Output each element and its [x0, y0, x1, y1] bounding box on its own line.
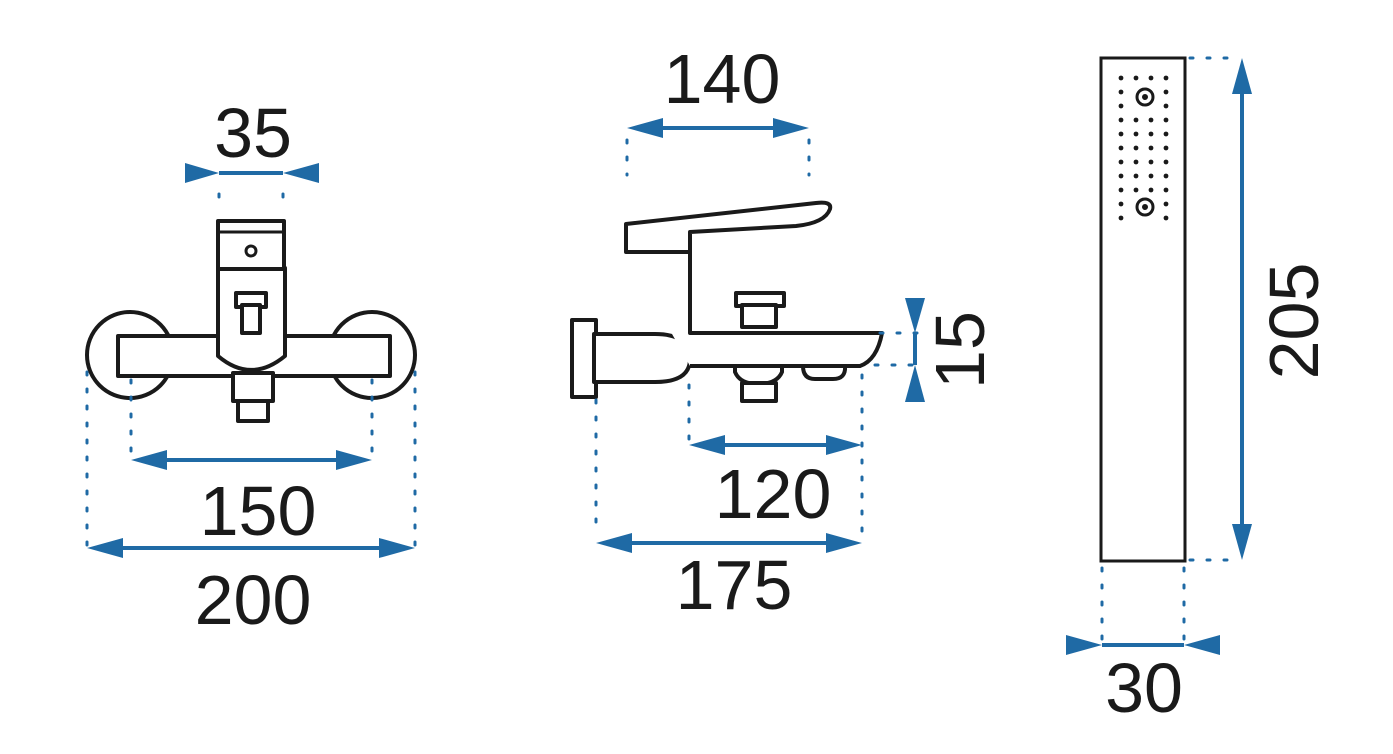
dim-label-200: 200	[195, 561, 312, 639]
nozzle-dot	[1163, 131, 1169, 137]
dim-label-120: 120	[715, 455, 832, 533]
nozzle-ring-upper-center	[1142, 94, 1148, 100]
nozzle-dot	[1163, 215, 1169, 221]
side-body-and-spout	[626, 250, 884, 368]
dimension-front-overall-width: 200	[87, 538, 415, 639]
nozzle-dot	[1133, 75, 1139, 81]
spout-nut	[231, 371, 275, 403]
dim-label-150: 150	[200, 472, 317, 550]
nozzle-dot	[1163, 201, 1169, 207]
side-hose-connector	[801, 364, 848, 381]
nozzle-dot	[1133, 131, 1139, 137]
nozzle-dot	[1118, 159, 1124, 165]
nozzle-dot	[1163, 145, 1169, 151]
nozzle-dot	[1118, 215, 1124, 221]
nozzle-dot	[1118, 145, 1124, 151]
dim-label-140: 140	[664, 40, 781, 118]
nozzle-dot	[1133, 187, 1139, 193]
dimension-side-spout-length: 120	[689, 435, 862, 533]
nozzle-dot	[1118, 117, 1124, 123]
side-inlet-connector	[592, 332, 692, 384]
nozzle-dot	[1163, 75, 1169, 81]
nozzle-dot	[1118, 187, 1124, 193]
dimension-side-spout-height: 15	[905, 298, 999, 402]
nozzle-dot	[1118, 173, 1124, 179]
nozzle-dot	[1148, 173, 1154, 179]
nozzle-dot	[1133, 173, 1139, 179]
nozzle-dot	[1148, 159, 1154, 165]
nozzle-dot	[1118, 103, 1124, 109]
nozzle-dot	[1118, 75, 1124, 81]
nozzle-dot	[1163, 89, 1169, 95]
side-view-mixer	[570, 200, 884, 403]
nozzle-ring-lower	[1135, 197, 1155, 217]
nozzle-dot	[1163, 117, 1169, 123]
nozzle-dot	[1163, 103, 1169, 109]
side-diverter-stem	[740, 303, 778, 329]
nozzle-dot	[1148, 145, 1154, 151]
shower-head-body	[1099, 56, 1187, 563]
dim-label-30: 30	[1105, 649, 1183, 727]
nozzle-dot	[1148, 131, 1154, 137]
nozzle-dot	[1133, 145, 1139, 151]
shower-head-nozzles	[1118, 75, 1169, 221]
front-view-mixer	[85, 219, 417, 423]
dimension-side-spout-to-wall: 175	[596, 533, 862, 624]
dimension-shower-length: 205	[1232, 58, 1333, 560]
dim-label-205: 205	[1255, 263, 1333, 380]
dim-label-15: 15	[921, 311, 999, 389]
diverter-knob-stem	[240, 303, 262, 335]
dimension-front-body-width: 35	[185, 94, 319, 183]
front-view-extension-lines	[85, 192, 417, 547]
side-spout-outlet-lower	[740, 381, 778, 403]
nozzle-dot	[1118, 201, 1124, 207]
nozzle-ring-lower-center	[1142, 204, 1148, 210]
dimension-front-inlet-spacing: 150	[131, 450, 372, 550]
nozzle-dot	[1133, 159, 1139, 165]
lever-indicator-dot	[244, 244, 258, 258]
nozzle-dot	[1118, 131, 1124, 137]
shower-extension-lines	[1100, 56, 1230, 642]
nozzle-dot	[1148, 75, 1154, 81]
nozzle-ring-upper	[1135, 87, 1155, 107]
shower-head	[1099, 56, 1187, 563]
dimension-side-handle-length: 140	[627, 40, 809, 138]
nozzle-dot	[1118, 89, 1124, 95]
nozzle-dot	[1148, 117, 1154, 123]
side-lever-handle	[624, 200, 833, 254]
nozzle-dot	[1163, 187, 1169, 193]
nozzle-dot	[1163, 173, 1169, 179]
nozzle-dot	[1148, 187, 1154, 193]
dim-label-175: 175	[676, 546, 793, 624]
nozzle-dot	[1163, 159, 1169, 165]
nozzle-dot	[1133, 117, 1139, 123]
dim-label-35: 35	[214, 94, 292, 172]
dimension-shower-width: 30	[1066, 635, 1220, 727]
